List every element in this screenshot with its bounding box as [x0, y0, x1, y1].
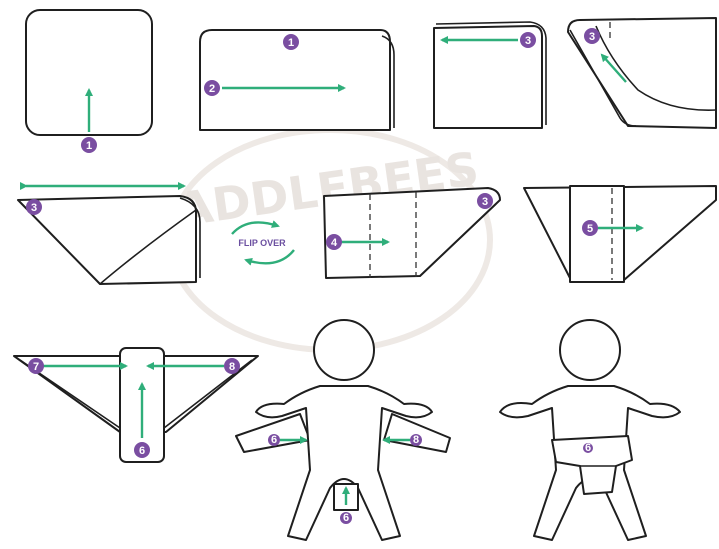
step-badge-3d: 3: [477, 193, 493, 209]
step-3-corner-fold: 3: [567, 17, 717, 129]
step-badge-9c: 6: [340, 512, 352, 524]
step-badge-3b: 3: [584, 28, 600, 44]
step-badge-9b: 8: [410, 434, 422, 446]
svg-text:6: 6: [585, 442, 591, 454]
step-badge-2: 2: [204, 80, 220, 96]
step-badge-7: 7: [28, 358, 44, 374]
svg-text:3: 3: [525, 35, 531, 47]
step-3-triangle: 3: [17, 182, 201, 285]
baby-figure-placing: 6 8 6: [235, 319, 451, 541]
svg-text:6: 6: [343, 512, 349, 524]
svg-text:6: 6: [271, 434, 277, 446]
step-2-fold: 1 2: [199, 29, 395, 131]
flip-over-label: FLIP OVER: [238, 238, 286, 248]
step-badge-8: 8: [224, 358, 240, 374]
step-badge-4: 4: [326, 234, 342, 250]
step-badge-9a: 6: [268, 434, 280, 446]
step-5-fold: 5: [523, 185, 717, 283]
step-3-rectangle: 3: [433, 21, 547, 129]
step-badge-6: 6: [134, 442, 150, 458]
svg-text:7: 7: [33, 361, 39, 373]
svg-text:1: 1: [288, 37, 294, 49]
step-6-folded-diaper: 7 8 6: [13, 347, 259, 463]
svg-text:1: 1: [86, 140, 92, 152]
step-badge-1b: 1: [283, 34, 299, 50]
svg-text:4: 4: [331, 237, 338, 249]
step-1-square: 1: [25, 9, 153, 153]
step-badge-1: 1: [81, 137, 97, 153]
svg-text:8: 8: [413, 434, 419, 446]
svg-text:3: 3: [31, 202, 37, 214]
svg-text:3: 3: [482, 196, 488, 208]
svg-text:3: 3: [589, 31, 595, 43]
step-badge-5: 5: [582, 220, 598, 236]
corner-fold-arrow: [600, 53, 627, 83]
flip-over-icon: FLIP OVER: [231, 220, 295, 266]
svg-text:5: 5: [587, 223, 593, 235]
step-badge-3c: 3: [26, 199, 42, 215]
baby-figure-diapered: 6: [499, 319, 681, 541]
svg-text:8: 8: [229, 361, 235, 373]
step-4-fold-lines: 4 3: [323, 187, 501, 279]
svg-text:2: 2: [209, 83, 215, 95]
step-badge-3: 3: [520, 32, 536, 48]
svg-text:6: 6: [139, 445, 145, 457]
step-badge-10: 6: [583, 442, 593, 454]
